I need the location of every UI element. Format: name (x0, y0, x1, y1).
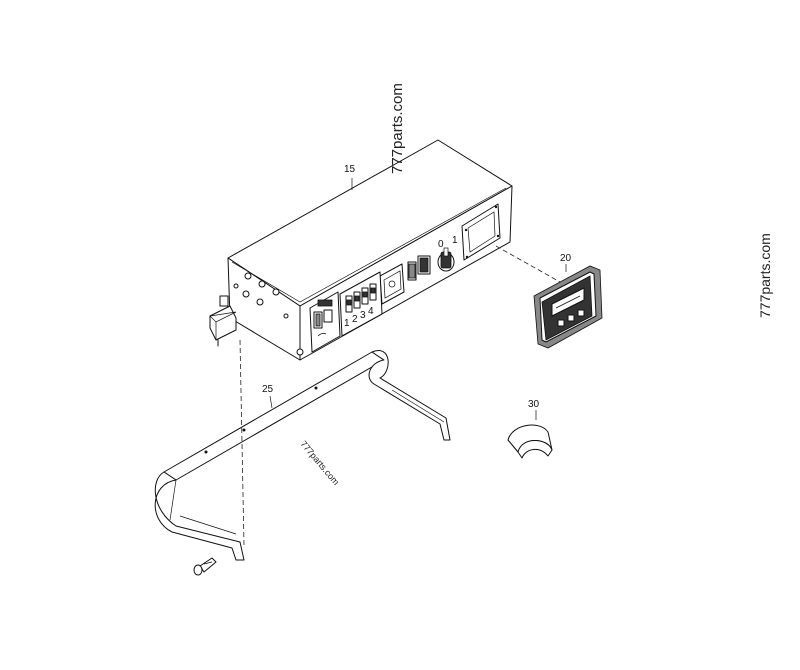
fuse-number-1: 1 (344, 318, 350, 329)
watermark-center: 777parts.com (298, 439, 341, 487)
terminal-screws-icon (233, 272, 304, 356)
part-label-30: 30 (528, 399, 540, 410)
part-label-15: 15 (344, 164, 356, 175)
switch-mark-zero: 0 (438, 239, 444, 250)
fuse-number-2: 2 (352, 314, 358, 325)
fuse-bank-icon (339, 271, 383, 337)
part-label-25: 25 (262, 384, 274, 395)
part-label-20: 20 (560, 253, 572, 264)
indicator-block-icon (407, 255, 431, 281)
watermark-right: 777parts.com (757, 233, 773, 318)
clip-part (507, 424, 553, 459)
connector-plug-icon (209, 295, 237, 347)
mounting-bracket-part (154, 350, 451, 561)
control-box-part: 0 1 1 2 3 4 (209, 139, 513, 361)
fuse-number-3: 3 (360, 310, 366, 321)
main-module-icon (309, 291, 341, 353)
fuse-number-4: 4 (368, 306, 374, 317)
watermark-top: 777parts.com (389, 83, 406, 174)
rotary-switch-icon (437, 247, 455, 272)
screw-icon (193, 557, 217, 576)
display-unit-part (533, 265, 603, 349)
switch-mark-one: 1 (452, 235, 458, 246)
